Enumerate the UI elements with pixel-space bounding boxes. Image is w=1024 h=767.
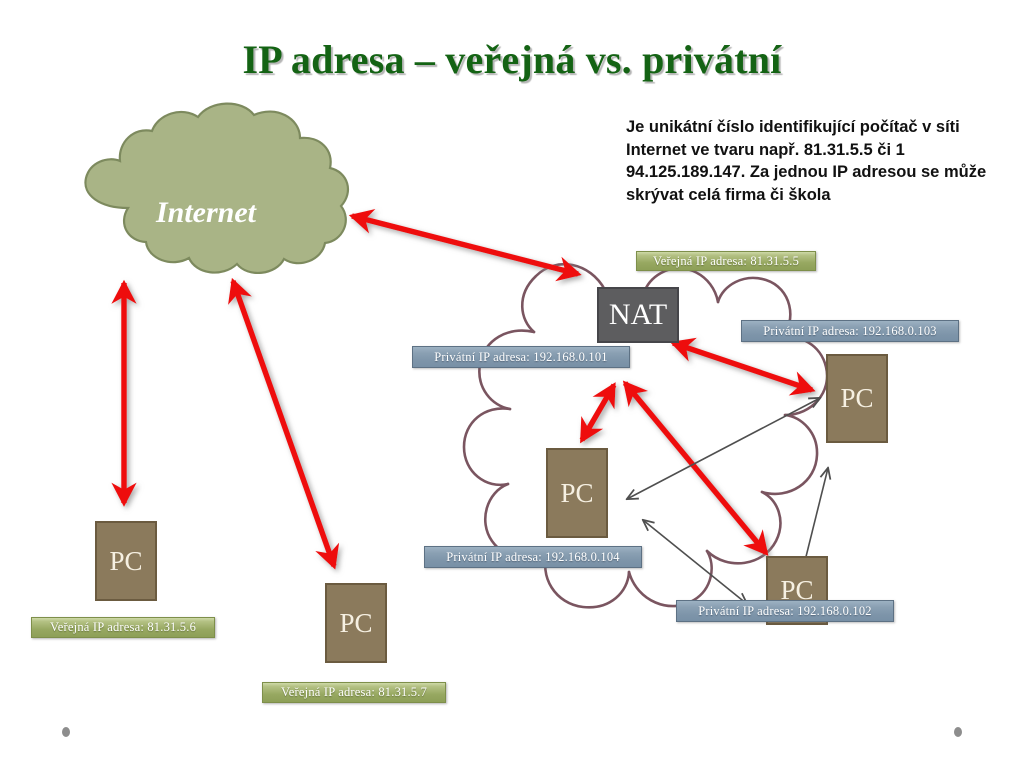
badge-private-ip-192-168-0-104: Privátní IP adresa: 192.168.0.104 [424,546,642,568]
node-label: PC [339,607,373,638]
badge-private-ip-192-168-0-101: Privátní IP adresa: 192.168.0.101 [412,346,630,368]
badge-label: Privátní IP adresa: 192.168.0.103 [763,323,937,338]
node-nat[interactable]: NAT [597,287,679,343]
badge-label: Privátní IP adresa: 192.168.0.101 [434,349,608,364]
arrow-nat-to-pc102 [622,380,769,556]
badge-label: Veřejná IP adresa: 81.31.5.5 [652,253,800,268]
page-title: IP adresa – veřejná vs. privátní [242,37,782,82]
badge-public-ip-81-31-5-7: Veřejná IP adresa: 81.31.5.7 [262,682,446,703]
description-text: Je unikátní číslo identifikující počítač… [626,118,987,204]
arrow-nat-to-pc101 [579,382,617,444]
arrow-nat-to-pc103 [669,337,816,396]
internet-cloud-shape [84,102,350,274]
badge-public-ip-81-31-5-5: Veřejná IP adresa: 81.31.5.5 [636,251,816,271]
badge-label: Privátní IP adresa: 192.168.0.102 [698,603,872,618]
node-pc-public-1[interactable]: PC [95,521,157,601]
node-label: NAT [608,298,668,331]
arrow-pc101-to-pc102-grey [643,520,747,604]
badge-private-ip-192-168-0-103: Privátní IP adresa: 192.168.0.103 [741,320,959,342]
badge-label: Privátní IP adresa: 192.168.0.104 [446,549,620,564]
nav-dot-left[interactable] [62,727,70,737]
arrow-internet-to-nat [348,208,582,282]
badge-private-ip-192-168-0-102: Privátní IP adresa: 192.168.0.102 [676,600,894,622]
arrow-internet-to-pc2 [228,277,340,570]
node-pc-private-103[interactable]: PC [826,354,888,443]
nav-dot-right[interactable] [954,727,962,737]
node-pc-private-101[interactable]: PC [546,448,608,538]
node-pc-public-2[interactable]: PC [325,583,387,663]
node-label: PC [560,477,594,508]
internet-cloud-label: Internet [155,196,257,229]
badge-public-ip-81-31-5-6: Veřejná IP adresa: 81.31.5.6 [31,617,215,638]
badge-label: Veřejná IP adresa: 81.31.5.6 [49,620,197,634]
badge-label: Veřejná IP adresa: 81.31.5.7 [280,685,428,699]
node-label: PC [840,383,874,413]
arrow-pc103-to-pc101-grey [627,398,820,499]
node-label: PC [109,545,143,576]
